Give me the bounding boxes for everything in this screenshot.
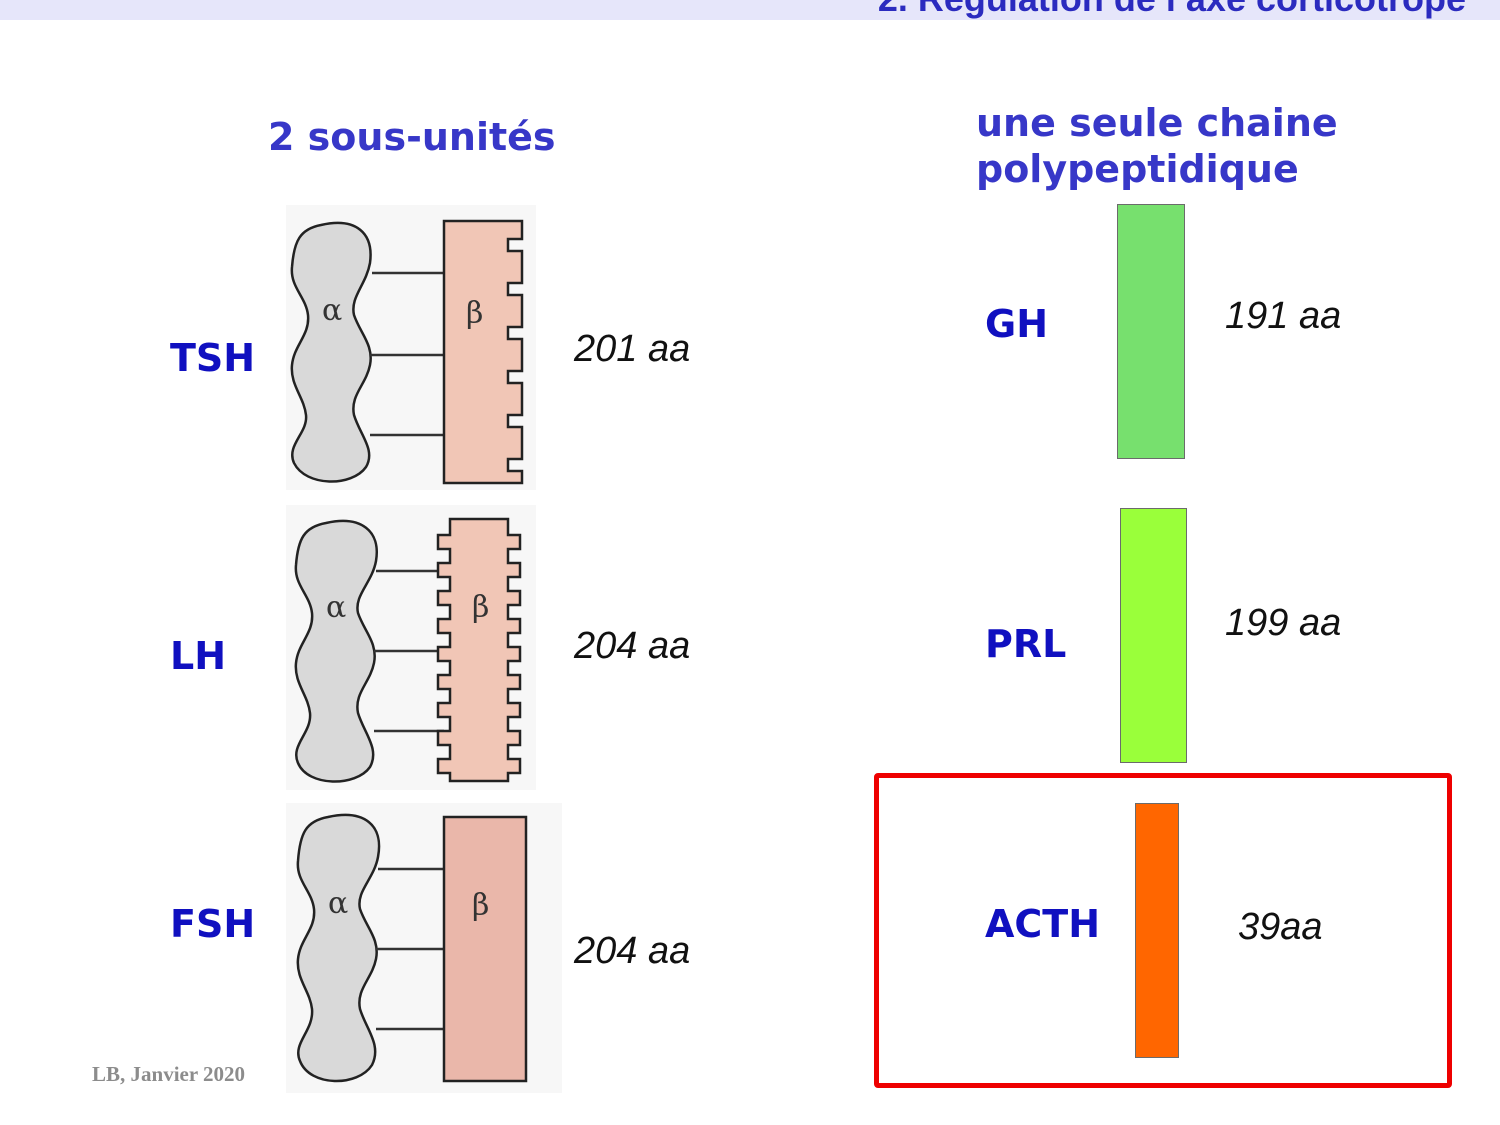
- fsh-beta-subunit: [442, 815, 528, 1083]
- fsh-alpha-symbol: α: [328, 886, 348, 921]
- fsh-aa-count: 204 aa: [574, 930, 691, 972]
- acth-chain-bar: [1135, 803, 1179, 1058]
- footer-credit: LB, Janvier 2020: [92, 1062, 246, 1086]
- single-chain-heading-line1: une seule chaine: [976, 101, 1338, 145]
- lh-beta-subunit: [436, 517, 522, 783]
- tsh-beta-subunit: [442, 219, 524, 485]
- acth-highlight-box: [874, 773, 1452, 1088]
- tsh-alpha-symbol: α: [322, 293, 342, 328]
- acth-label: ACTH: [985, 902, 1101, 946]
- single-chain-heading-line2: polypeptidique: [976, 147, 1299, 191]
- fsh-structure-diagram: α β: [286, 803, 562, 1093]
- lh-structure-diagram: α β: [286, 505, 536, 790]
- tsh-aa-count: 201 aa: [574, 328, 691, 370]
- gh-label: GH: [985, 302, 1048, 346]
- prl-label: PRL: [985, 622, 1067, 666]
- lh-beta-symbol: β: [472, 590, 489, 625]
- prl-aa-count: 199 aa: [1225, 602, 1342, 644]
- fsh-beta-symbol: β: [472, 888, 489, 923]
- lh-alpha-subunit: [294, 519, 379, 783]
- fsh-alpha-subunit: [296, 813, 381, 1083]
- tsh-beta-symbol: β: [466, 296, 483, 331]
- lh-alpha-symbol: α: [326, 590, 346, 625]
- slide-title: 2. Régulation de l’axe corticotrope: [878, 0, 1466, 20]
- slide-header-bar: 2. Régulation de l’axe corticotrope: [0, 0, 1500, 20]
- acth-aa-count: 39aa: [1238, 906, 1323, 948]
- tsh-structure-diagram: α β: [286, 205, 536, 490]
- tsh-label: TSH: [170, 336, 256, 380]
- gh-aa-count: 191 aa: [1225, 295, 1342, 337]
- tsh-alpha-subunit: [290, 221, 372, 483]
- fsh-label: FSH: [170, 902, 256, 946]
- lh-label: LH: [170, 634, 227, 678]
- lh-aa-count: 204 aa: [574, 625, 691, 667]
- gh-chain-bar: [1117, 204, 1185, 459]
- prl-chain-bar: [1120, 508, 1187, 763]
- two-subunits-heading: 2 sous-unités: [268, 115, 556, 159]
